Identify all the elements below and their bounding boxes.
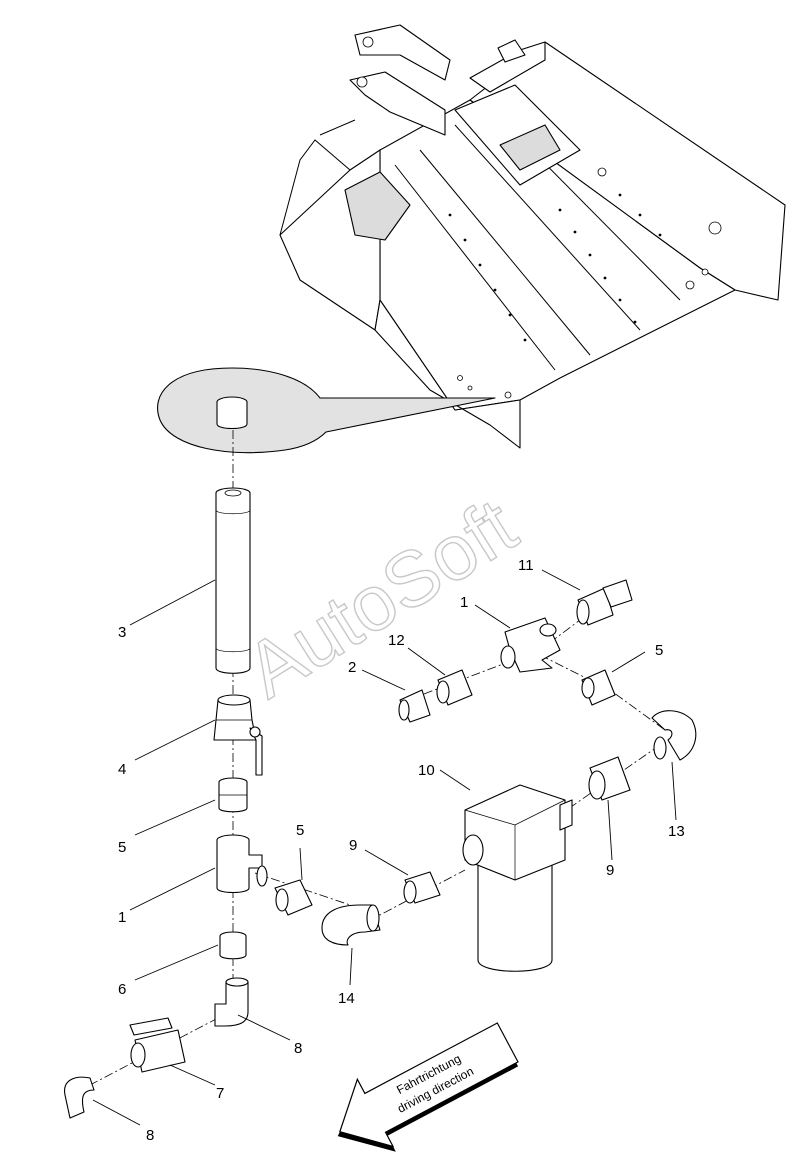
- pipe-part-3: [215, 487, 251, 674]
- nut-part-9-right: [588, 756, 631, 801]
- callout-6: 6: [118, 981, 126, 998]
- callout-numbers: 11 1 12 2 5 3 4 10 13 5 5 9 9 1 6 14 8 7…: [118, 557, 685, 1144]
- callout-14: 14: [338, 990, 355, 1007]
- hex-nipple-part-5-mid: [274, 879, 313, 916]
- hex-nipple-part-5-left: [218, 777, 248, 813]
- callout-7: 7: [216, 1085, 224, 1102]
- detail-callout-bubble: [157, 367, 496, 454]
- callout-12: 12: [388, 632, 405, 649]
- elbow-part-13: [651, 710, 697, 761]
- hex-nipple-part-5-right: [581, 669, 616, 706]
- elbow-part-8-right: [214, 977, 249, 1027]
- callout-5-right: 5: [655, 642, 663, 659]
- callout-1-top: 1: [460, 594, 468, 611]
- callout-8-right: 8: [294, 1040, 302, 1057]
- elbow-part-14: [321, 904, 381, 946]
- machine-frame: [279, 24, 786, 449]
- assembly-axes: [89, 430, 666, 1086]
- elbow-part-8-bottom: [64, 1076, 95, 1119]
- nipple-part-6: [219, 931, 247, 960]
- callout-10: 10: [418, 762, 435, 779]
- callout-9-left: 9: [349, 837, 357, 854]
- rivet-row: [448, 193, 662, 342]
- callout-8-bottom: 8: [146, 1127, 154, 1144]
- small-valve-part-7: [129, 1017, 186, 1073]
- callout-5-mid: 5: [296, 822, 304, 839]
- filter-part-10: [462, 784, 573, 972]
- tee-part-1-left: [216, 834, 268, 894]
- callout-13: 13: [668, 823, 685, 840]
- callout-2: 2: [348, 659, 356, 676]
- callout-11: 11: [518, 557, 534, 574]
- tee-part-1-top: [500, 617, 561, 673]
- callout-5-left: 5: [118, 839, 126, 856]
- watermark-text: AutoSoft: [230, 481, 531, 714]
- callout-1-left: 1: [118, 909, 126, 926]
- nipple-part-9-left: [403, 871, 441, 904]
- driving-direction-arrow: Fahrtrichtung driving direction: [337, 1022, 519, 1152]
- callout-4: 4: [118, 761, 126, 778]
- callout-9-right: 9: [606, 862, 614, 879]
- adapter-part-11: [576, 579, 633, 626]
- nut-part-12: [436, 669, 473, 706]
- callout-3: 3: [118, 624, 126, 641]
- plug-part-2: [398, 689, 431, 723]
- ball-valve-part-4: [213, 694, 263, 776]
- leader-lines: [92, 569, 677, 1126]
